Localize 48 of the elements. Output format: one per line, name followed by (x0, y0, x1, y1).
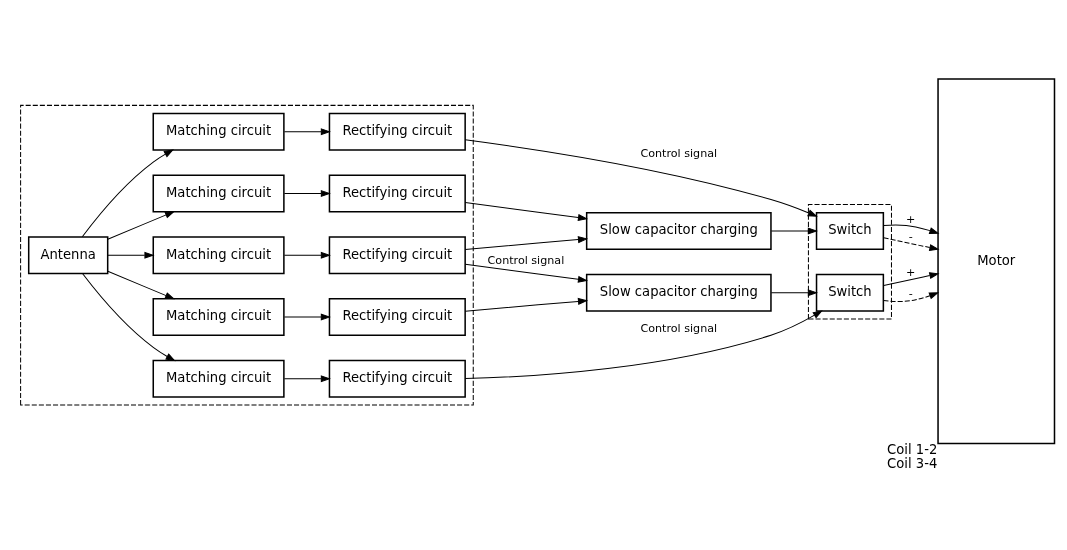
node-box: Motor (937, 77, 1056, 444)
arrow (107, 251, 155, 259)
arrow (283, 189, 331, 197)
arrow (283, 312, 331, 321)
arrow (883, 271, 940, 286)
node-box: Rectifying circuit (328, 297, 466, 336)
node-box: Matching circuit (152, 359, 285, 398)
arrow (464, 235, 589, 250)
node-box: Rectifying circuit (328, 174, 466, 212)
edge-label: Control signal (640, 146, 718, 160)
arrow (283, 127, 331, 135)
node-box: Rectifying circuit (328, 112, 466, 151)
arrow (770, 288, 818, 296)
arrow (464, 201, 589, 221)
edge-label: Control signal (640, 321, 718, 335)
node-box: Matching circuit (152, 297, 285, 336)
arrow (883, 291, 940, 302)
node-box: Matching circuit (152, 112, 285, 151)
arrow (464, 263, 589, 283)
arrow (107, 270, 176, 299)
arrow (464, 309, 823, 379)
arrow (82, 272, 176, 361)
edge-label: Control signal (487, 253, 565, 267)
node-box: Rectifying circuit (328, 359, 466, 398)
edge-label: - (908, 229, 913, 243)
node-label: Coil 3-4 (887, 455, 938, 471)
node-box: Antenna (27, 235, 109, 274)
cluster (20, 104, 474, 406)
edge-label: + (906, 212, 916, 226)
node-box: Switch (815, 273, 885, 312)
arrow (81, 148, 174, 237)
arrow (107, 210, 176, 240)
node-label: Coil 1-2 (887, 441, 938, 457)
node-box: Matching circuit (152, 174, 285, 212)
node-box: Matching circuit (152, 235, 285, 274)
edge-label: + (906, 265, 916, 279)
arrow (464, 297, 589, 312)
arrow (883, 224, 940, 234)
node-box: Slow capacitor charging (585, 211, 772, 250)
arrow (283, 251, 331, 259)
node-box: Switch (815, 211, 885, 250)
arrow (770, 226, 818, 234)
arrow (283, 374, 331, 382)
edge-label: - (908, 286, 913, 300)
node-box: Rectifying circuit (328, 235, 466, 274)
arrow (883, 236, 940, 251)
arrow (464, 138, 818, 217)
node-box: Slow capacitor charging (585, 273, 772, 312)
